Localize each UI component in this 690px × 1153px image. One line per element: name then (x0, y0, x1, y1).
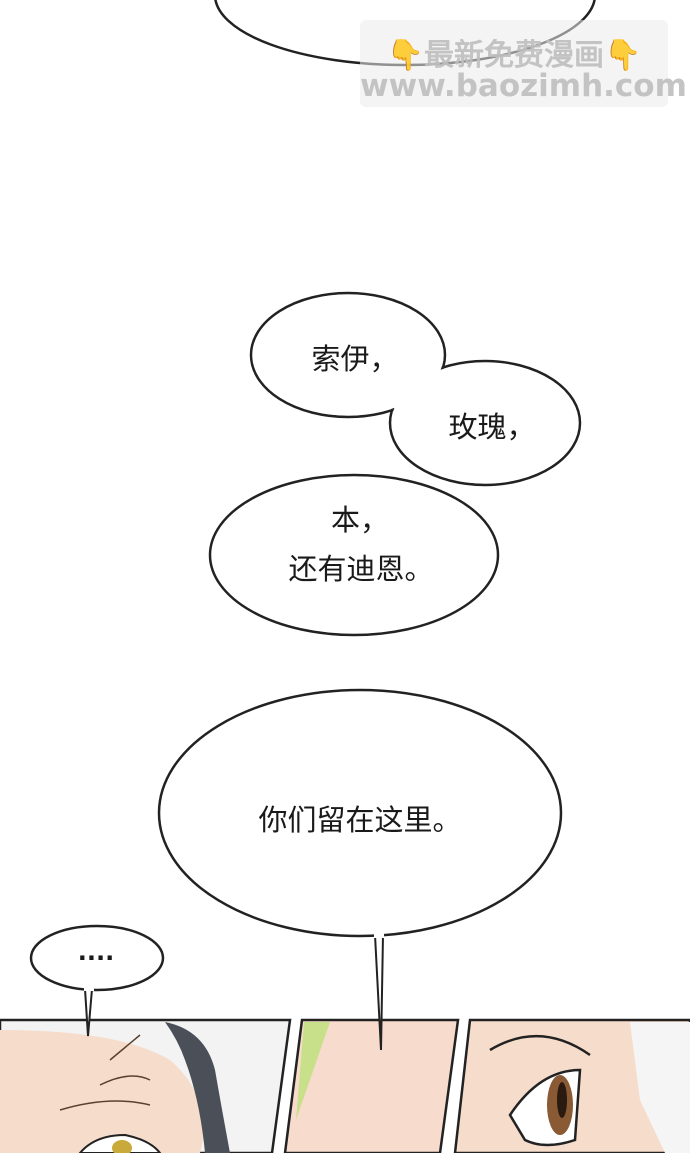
ellipsis-text: .... (77, 938, 115, 966)
cloud-text-line1: 索伊， (311, 342, 399, 376)
cloud-bubble (208, 291, 582, 637)
watermark: 👇最新免费漫画👇 www.baozimh.com (360, 20, 687, 107)
speech-text: 你们留在这里。 (258, 803, 462, 837)
cloud-text-line2: 玫瑰， (448, 410, 536, 444)
watermark-slogan: 👇最新免费漫画👇 (386, 38, 642, 73)
cloud-text-line4: 还有迪恩。 (288, 552, 434, 586)
comic-panels (0, 1018, 690, 1153)
panel-middle (283, 1018, 460, 1153)
watermark-url: www.baozimh.com (360, 68, 687, 104)
cloud-text-line3: 本， (330, 503, 390, 537)
ellipsis-bubble (29, 924, 165, 1037)
speech-bubble (157, 688, 563, 1051)
